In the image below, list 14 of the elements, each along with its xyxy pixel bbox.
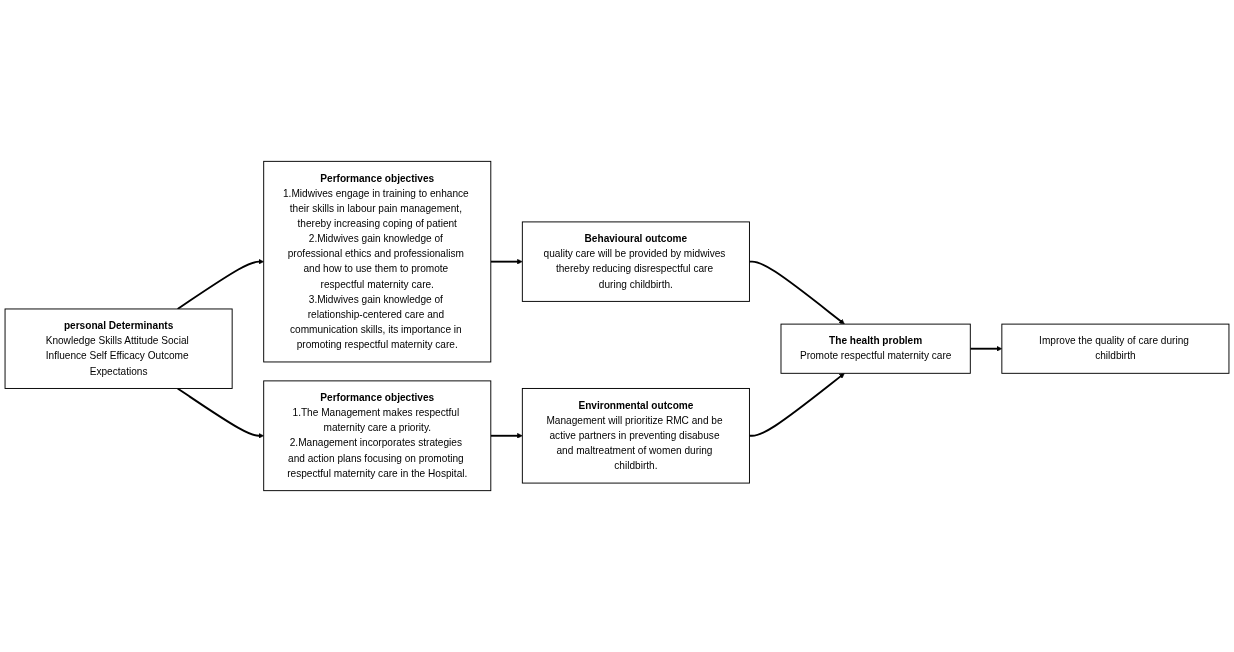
node-box: personal Determinants Knowledge Skills Attitude Social Influence Self Efficacy Outcome Expectations bbox=[4, 308, 233, 389]
arrow bbox=[176, 387, 264, 439]
arrow bbox=[748, 260, 845, 325]
arrow bbox=[489, 258, 523, 265]
arrow bbox=[748, 373, 845, 437]
node-box: Performance objectives 1.The Management makes respectful maternity care a priority. 2.Management incorporates strategies and action plans focusing on promoting respectful maternity care in the Hospital. bbox=[263, 380, 492, 492]
arrow bbox=[489, 433, 523, 439]
node-box: The health problem Promote respectful maternity care bbox=[780, 323, 971, 374]
node-box: Performance objectives 1.Midwives engage in training to enhance their skills in labour pain management, thereby increasing coping of patient 2.Midwives gain knowledge of professional ethics and professionalism and how to use them to promote respectful maternity care. 3.Midwives gain knowledge of relationship-centered care and communication skills, its importance in promoting respectful maternity care. bbox=[263, 160, 492, 363]
node-box: Improve the quality of care during childbirth bbox=[1001, 323, 1230, 374]
arrow bbox=[969, 345, 1003, 352]
node-box: Environmental outcome Management will prioritize RMC and be active partners in preventing disabuse and maltreatment of women during childbirth. bbox=[521, 387, 750, 484]
arrow bbox=[176, 258, 264, 310]
node-box: Behavioural outcome quality care will be provided by midwives thereby reducing disrespectful care during childbirth. bbox=[521, 221, 750, 302]
